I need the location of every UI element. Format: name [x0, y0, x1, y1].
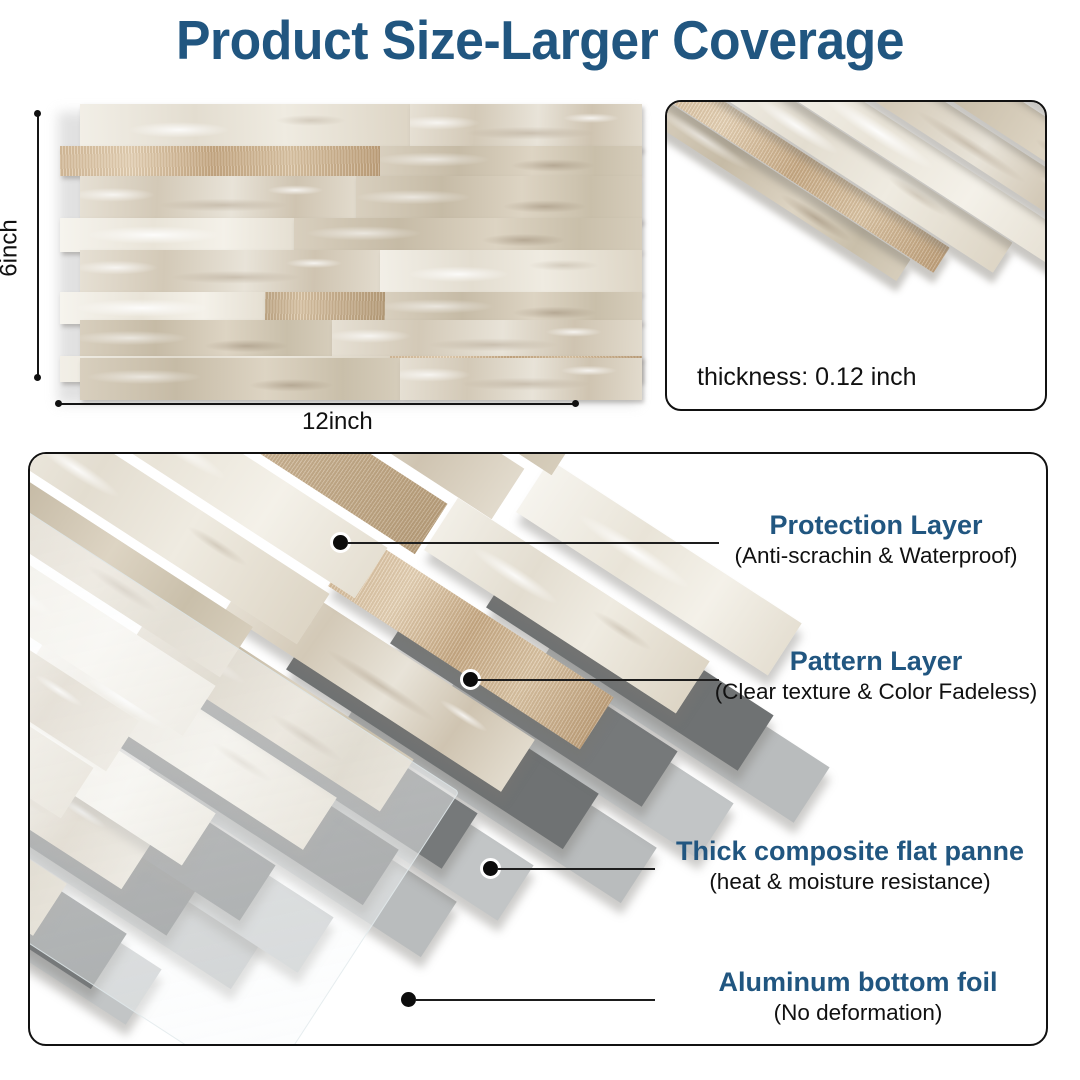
callout-subtext: (Anti-scrachin & Waterproof) [734, 542, 1018, 568]
width-dimension-label: 12inch [302, 408, 373, 435]
height-dimension-label: 6inch [0, 219, 23, 277]
callout-subtext: (Clear texture & Color Fadeless) [714, 678, 1038, 704]
page-title: Product Size-Larger Coverage [175, 9, 905, 71]
plank [60, 218, 294, 252]
callout-heading: Protection Layer [769, 510, 983, 540]
callout-leader-line [415, 999, 655, 1001]
callout-heading: Pattern Layer [789, 646, 963, 676]
plank [356, 176, 642, 223]
tile-sample-front [52, 104, 642, 404]
plank [380, 146, 642, 176]
plank [294, 218, 642, 252]
plank [80, 358, 400, 400]
plank [400, 358, 642, 400]
plank-metallic [265, 292, 385, 324]
callout-leader-line [477, 679, 719, 681]
plank [80, 176, 356, 223]
callout-subtext: (heat & moisture resistance) [709, 868, 991, 894]
plank [80, 320, 332, 360]
plank [60, 292, 265, 324]
plank [80, 104, 410, 151]
angled-plank-stack [667, 102, 1045, 367]
layer-structure-panel: Protection Layer (Anti-scrachin & Waterp… [28, 452, 1048, 1046]
thickness-panel: thickness: 0.12 inch [665, 100, 1047, 411]
plank [80, 250, 380, 294]
thickness-label: thickness: 0.12 inch [697, 363, 917, 391]
plank [385, 292, 642, 324]
tile-plank-mosaic [52, 104, 642, 400]
plank [410, 104, 642, 151]
plank [332, 320, 642, 360]
callout-heading: Thick composite flat panne [675, 836, 1025, 866]
plank-metallic [60, 146, 380, 176]
callout-leader-line [347, 542, 719, 544]
callout-leader-line [497, 868, 655, 870]
plank [380, 250, 642, 294]
callout-subtext: (No deformation) [773, 999, 943, 1025]
callout-heading: Aluminum bottom foil [718, 967, 998, 997]
